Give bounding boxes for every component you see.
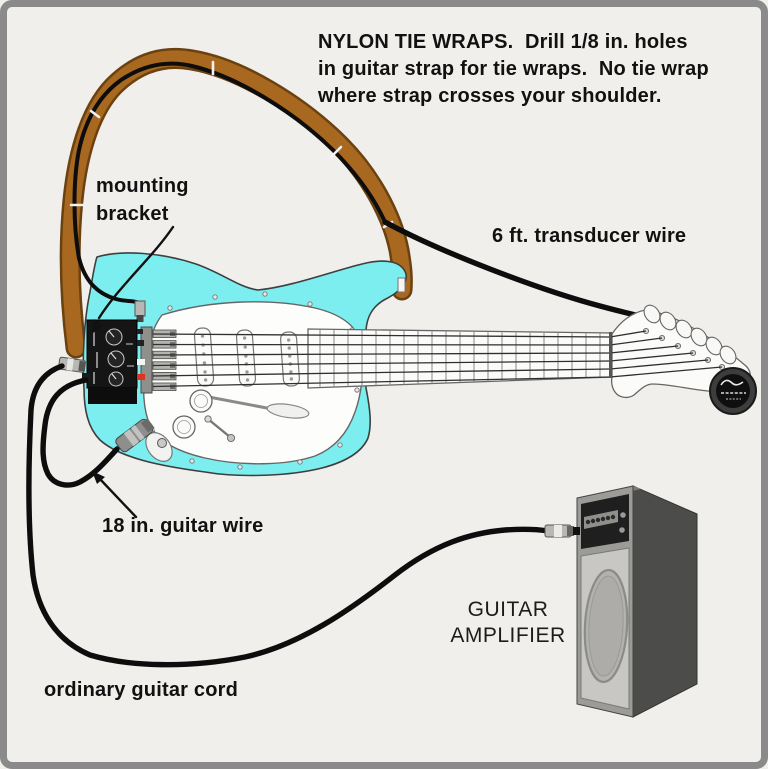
- tone-knob: [172, 415, 196, 439]
- selector-switch: [204, 415, 236, 443]
- amp-knobs: [585, 512, 626, 533]
- red-tab: [137, 374, 145, 380]
- nut: [609, 332, 612, 378]
- guitar-jack-plug: [115, 418, 155, 453]
- guitar-amplifier: [576, 485, 698, 718]
- white-tab: [137, 359, 145, 365]
- frets: [319, 329, 601, 388]
- strap-end: [397, 277, 406, 293]
- transducer-logo: [720, 379, 746, 400]
- mounting-bracket-plate: [88, 388, 137, 404]
- guitar-wire-label: 18 in. guitar wire: [102, 515, 264, 537]
- wire-to-box: [77, 256, 146, 322]
- amplifier-label: GUITAR AMPLIFIER: [450, 598, 566, 647]
- strings: [152, 330, 723, 388]
- tie-wrap-marks: [69, 60, 394, 229]
- pickups: [193, 327, 300, 387]
- mounting-bracket-label: mounting bracket: [96, 175, 189, 225]
- transducer-wire-on-strap: [72, 61, 387, 260]
- output-jack: [145, 432, 173, 462]
- instructions-note: NYLON TIE WRAPS. Drill 1/8 in. holes in …: [318, 31, 709, 107]
- guitar-neck: [307, 304, 751, 399]
- mounting-bracket-pointer: [92, 225, 175, 334]
- box-output-plug: [58, 356, 86, 373]
- guitar-cord-label: ordinary guitar cord: [44, 679, 239, 701]
- guitar-wire-pointer: [92, 471, 138, 519]
- guitar-wire-18in: [40, 377, 120, 488]
- transducer-wire-label: 6 ft. transducer wire: [492, 225, 687, 247]
- volume-knob: [189, 389, 213, 413]
- ordinary-guitar-cord: [26, 363, 551, 668]
- mounting-bracket-box: [58, 319, 145, 404]
- transducer-disc: [709, 367, 757, 415]
- amp-plug: [544, 524, 580, 538]
